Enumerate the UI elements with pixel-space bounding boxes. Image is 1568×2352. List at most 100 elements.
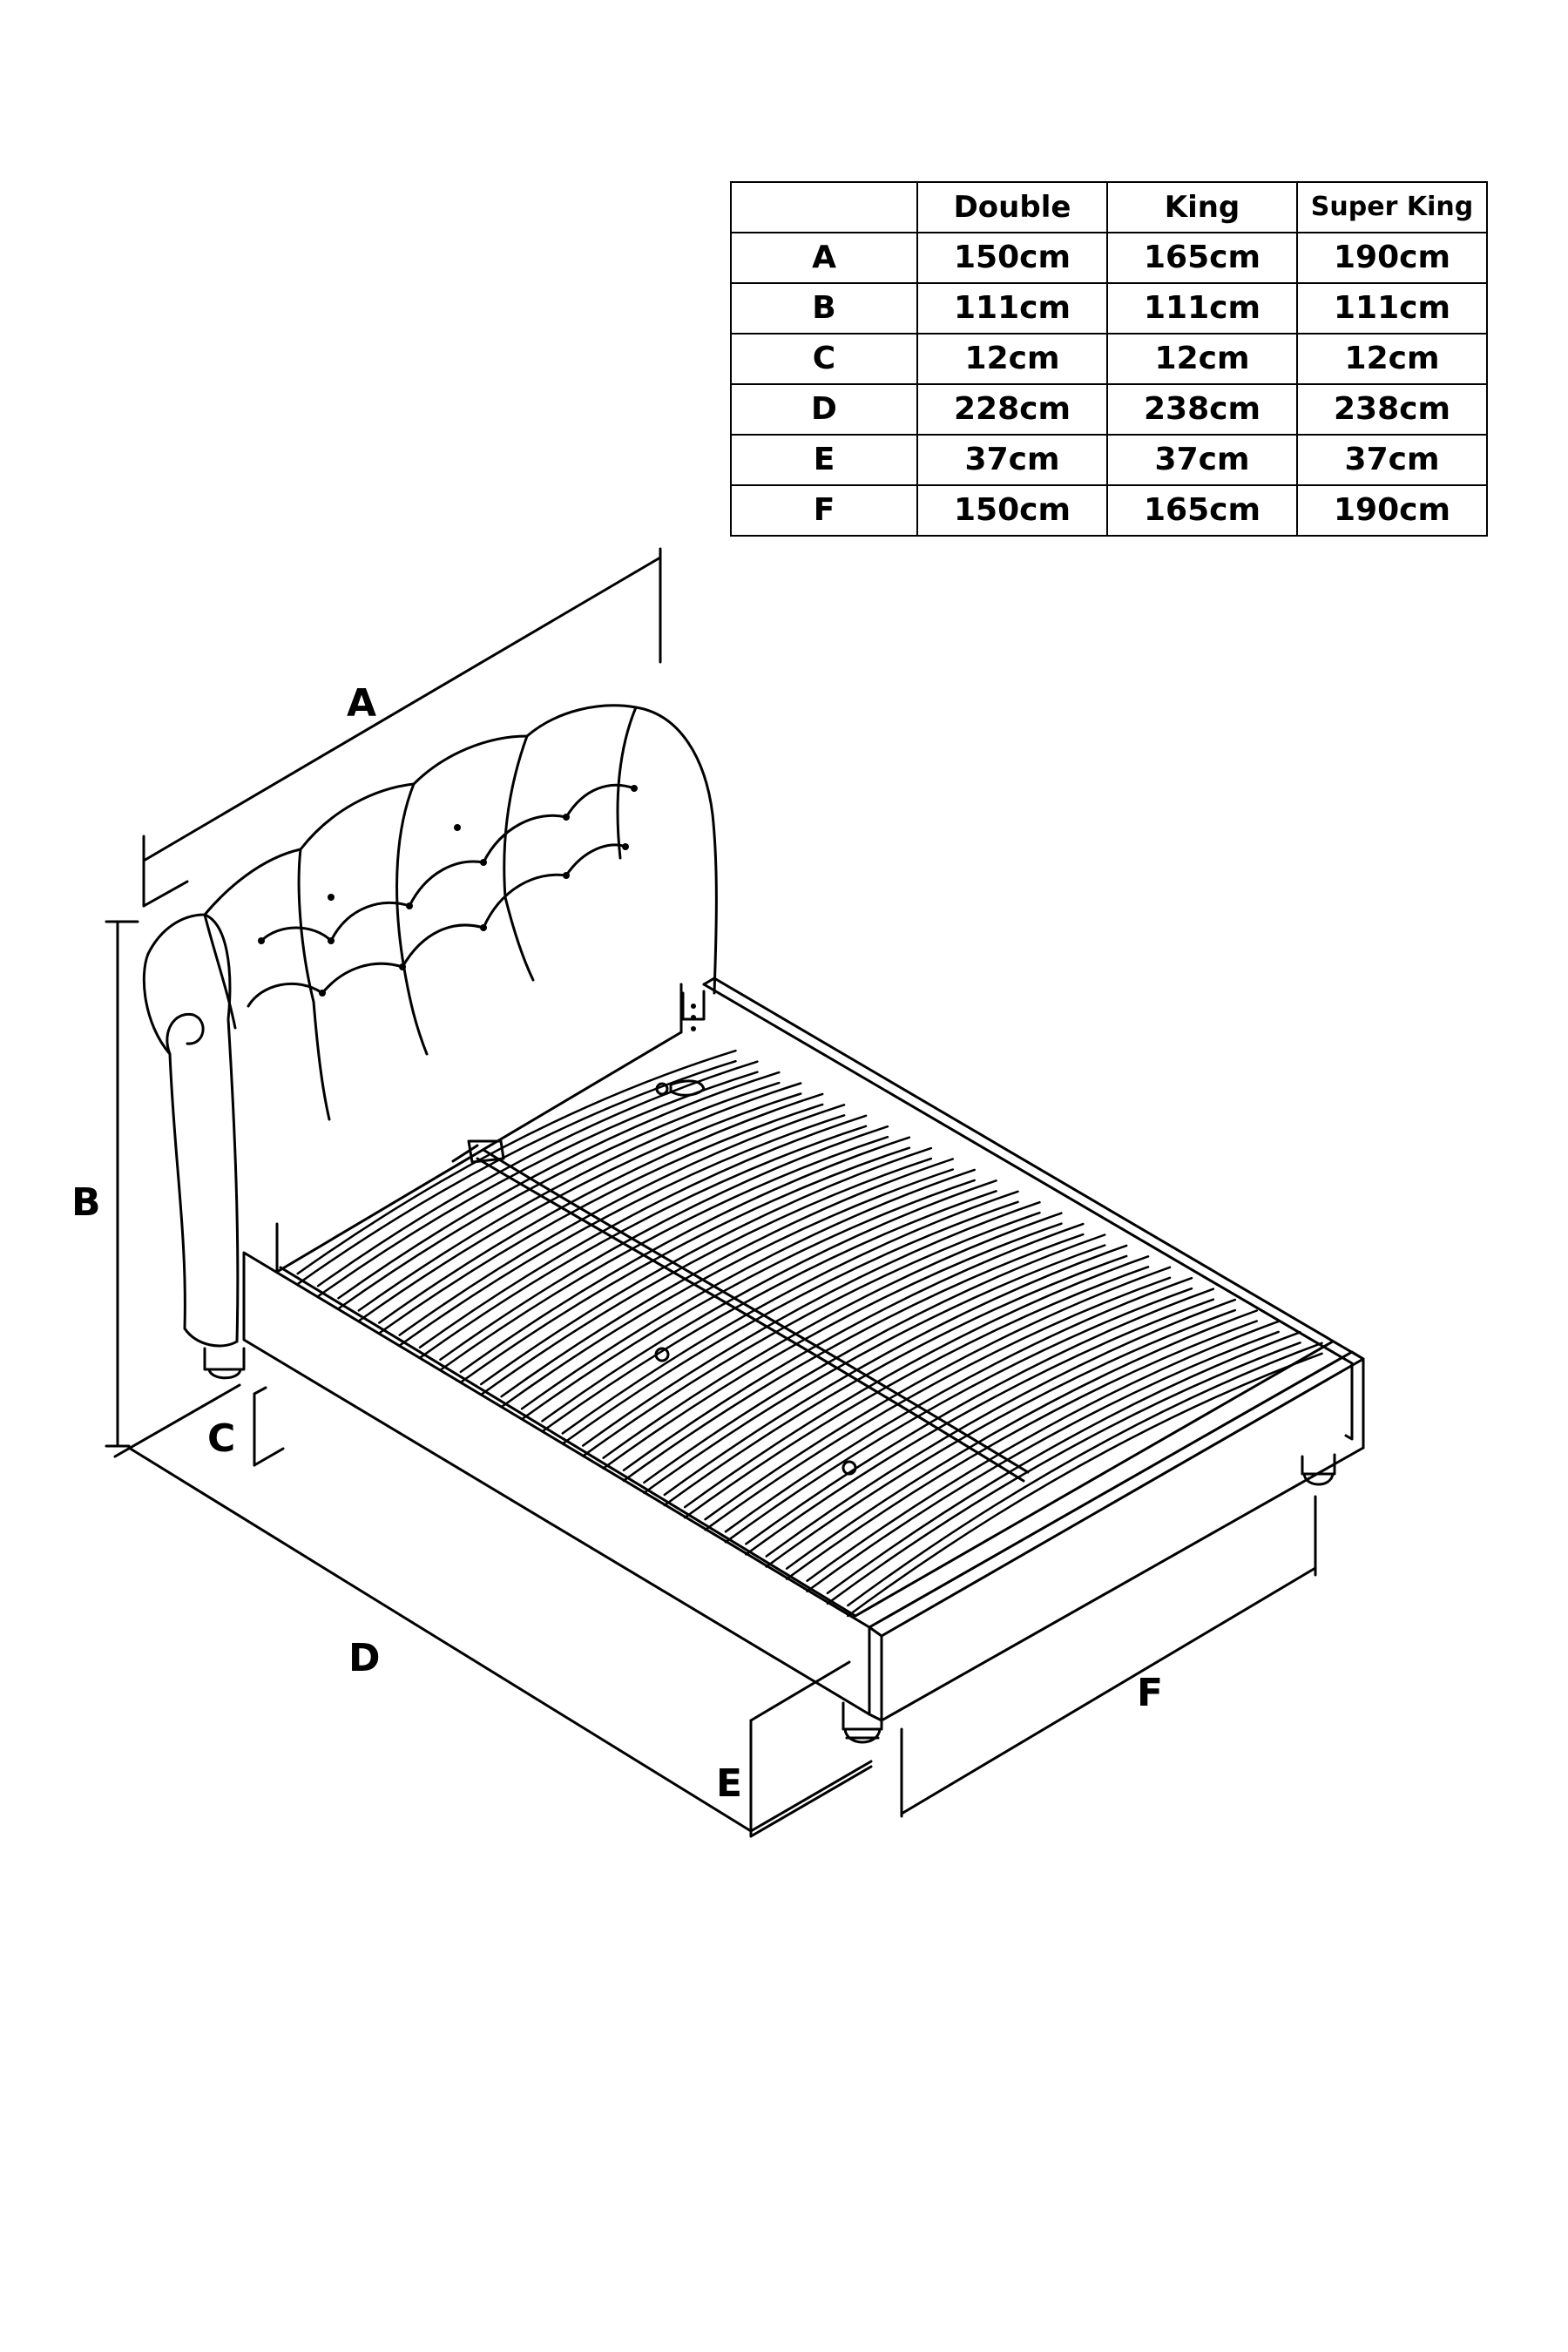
slat bbox=[745, 1288, 1215, 1545]
slat bbox=[704, 1266, 1172, 1521]
slat bbox=[439, 1125, 889, 1362]
slat bbox=[357, 1092, 802, 1322]
slat bbox=[847, 1352, 1323, 1618]
slat bbox=[765, 1298, 1237, 1558]
cell-king: 111cm bbox=[1106, 282, 1298, 335]
slat bbox=[643, 1233, 1106, 1484]
slat bbox=[398, 1104, 846, 1336]
slat bbox=[337, 1081, 781, 1310]
row-label: D bbox=[730, 383, 918, 436]
slat bbox=[561, 1190, 1019, 1435]
cell-double: 111cm bbox=[916, 282, 1108, 335]
row-label: B bbox=[730, 282, 918, 335]
table-header-double: Double bbox=[916, 181, 1108, 233]
slat bbox=[479, 1157, 933, 1396]
slat bbox=[663, 1244, 1128, 1497]
slat bbox=[378, 1092, 824, 1324]
cell-king: 165cm bbox=[1106, 484, 1298, 537]
slat bbox=[541, 1179, 997, 1423]
dimension-e: E bbox=[716, 1660, 873, 1838]
slat-grid bbox=[296, 1049, 1323, 1618]
cell-super-king: 37cm bbox=[1296, 434, 1488, 486]
dimension-f: F bbox=[900, 1495, 1317, 1818]
slat bbox=[520, 1179, 976, 1421]
slat bbox=[418, 1114, 868, 1348]
table-row: B 111cm 111cm 111cm bbox=[730, 282, 1488, 335]
headboard bbox=[142, 704, 718, 1380]
row-label: F bbox=[730, 484, 918, 537]
cell-double: 150cm bbox=[916, 232, 1108, 284]
slat bbox=[765, 1308, 1237, 1568]
dimension-label-c: C bbox=[207, 1416, 235, 1461]
slat bbox=[357, 1082, 802, 1312]
slat bbox=[704, 1276, 1172, 1531]
cell-super-king: 190cm bbox=[1296, 232, 1488, 284]
slat bbox=[337, 1071, 781, 1300]
cell-king: 238cm bbox=[1106, 383, 1298, 436]
cell-super-king: 111cm bbox=[1296, 282, 1488, 335]
bed-frame bbox=[242, 977, 1365, 1744]
cell-super-king: 190cm bbox=[1296, 484, 1488, 537]
dimension-c: C bbox=[207, 1386, 285, 1467]
slat bbox=[459, 1146, 911, 1384]
slat bbox=[785, 1309, 1258, 1570]
cell-king: 165cm bbox=[1106, 232, 1298, 284]
cell-king: 12cm bbox=[1106, 333, 1298, 385]
dimension-b: B bbox=[71, 920, 139, 1448]
slat bbox=[724, 1287, 1193, 1544]
table-header-row: Double King Super King bbox=[730, 181, 1488, 233]
slat bbox=[745, 1298, 1215, 1556]
table-row: E 37cm 37cm 37cm bbox=[730, 434, 1488, 486]
cell-super-king: 238cm bbox=[1296, 383, 1488, 436]
row-label: C bbox=[730, 333, 918, 385]
table-row: F 150cm 165cm 190cm bbox=[730, 484, 1488, 537]
table-row: C 12cm 12cm 12cm bbox=[730, 333, 1488, 385]
slat bbox=[806, 1330, 1280, 1592]
slat bbox=[683, 1266, 1150, 1519]
row-label: A bbox=[730, 232, 918, 284]
slat bbox=[520, 1168, 976, 1410]
dimension-label-a: A bbox=[347, 681, 376, 726]
cell-double: 150cm bbox=[916, 484, 1108, 537]
slat bbox=[826, 1331, 1301, 1595]
slat bbox=[622, 1222, 1085, 1472]
slat bbox=[581, 1211, 1041, 1457]
cell-double: 228cm bbox=[916, 383, 1108, 436]
dimension-label-d: D bbox=[348, 1636, 381, 1680]
slat bbox=[602, 1212, 1063, 1459]
slat bbox=[398, 1114, 846, 1347]
slat bbox=[479, 1146, 933, 1386]
slat bbox=[459, 1136, 911, 1374]
slat bbox=[296, 1049, 737, 1275]
slat bbox=[500, 1158, 954, 1398]
cell-double: 12cm bbox=[916, 333, 1108, 385]
slat bbox=[785, 1320, 1258, 1580]
cell-double: 37cm bbox=[916, 434, 1108, 486]
dimension-table: Double King Super King A 150cm 165cm 190… bbox=[730, 181, 1488, 537]
slat bbox=[826, 1342, 1301, 1605]
dimension-label-f: F bbox=[1137, 1671, 1163, 1715]
table-row: D 228cm 238cm 238cm bbox=[730, 383, 1488, 436]
slat bbox=[683, 1255, 1150, 1509]
dimension-d: D bbox=[113, 1383, 873, 1833]
slat bbox=[439, 1135, 889, 1372]
dimension-a: A bbox=[142, 547, 662, 908]
row-label: E bbox=[730, 434, 918, 486]
cell-super-king: 12cm bbox=[1296, 333, 1488, 385]
table-header-blank bbox=[730, 181, 918, 233]
slat bbox=[581, 1200, 1041, 1447]
slat bbox=[724, 1276, 1193, 1533]
dimension-label-e: E bbox=[716, 1761, 742, 1806]
slat bbox=[663, 1254, 1128, 1507]
slat bbox=[847, 1342, 1323, 1607]
slat bbox=[378, 1103, 824, 1335]
slat bbox=[561, 1200, 1019, 1445]
slat bbox=[541, 1190, 997, 1433]
slat bbox=[500, 1168, 954, 1409]
table-header-king: King bbox=[1106, 181, 1298, 233]
slat bbox=[643, 1244, 1106, 1495]
slat bbox=[806, 1320, 1280, 1582]
center-support bbox=[451, 1079, 1030, 1483]
